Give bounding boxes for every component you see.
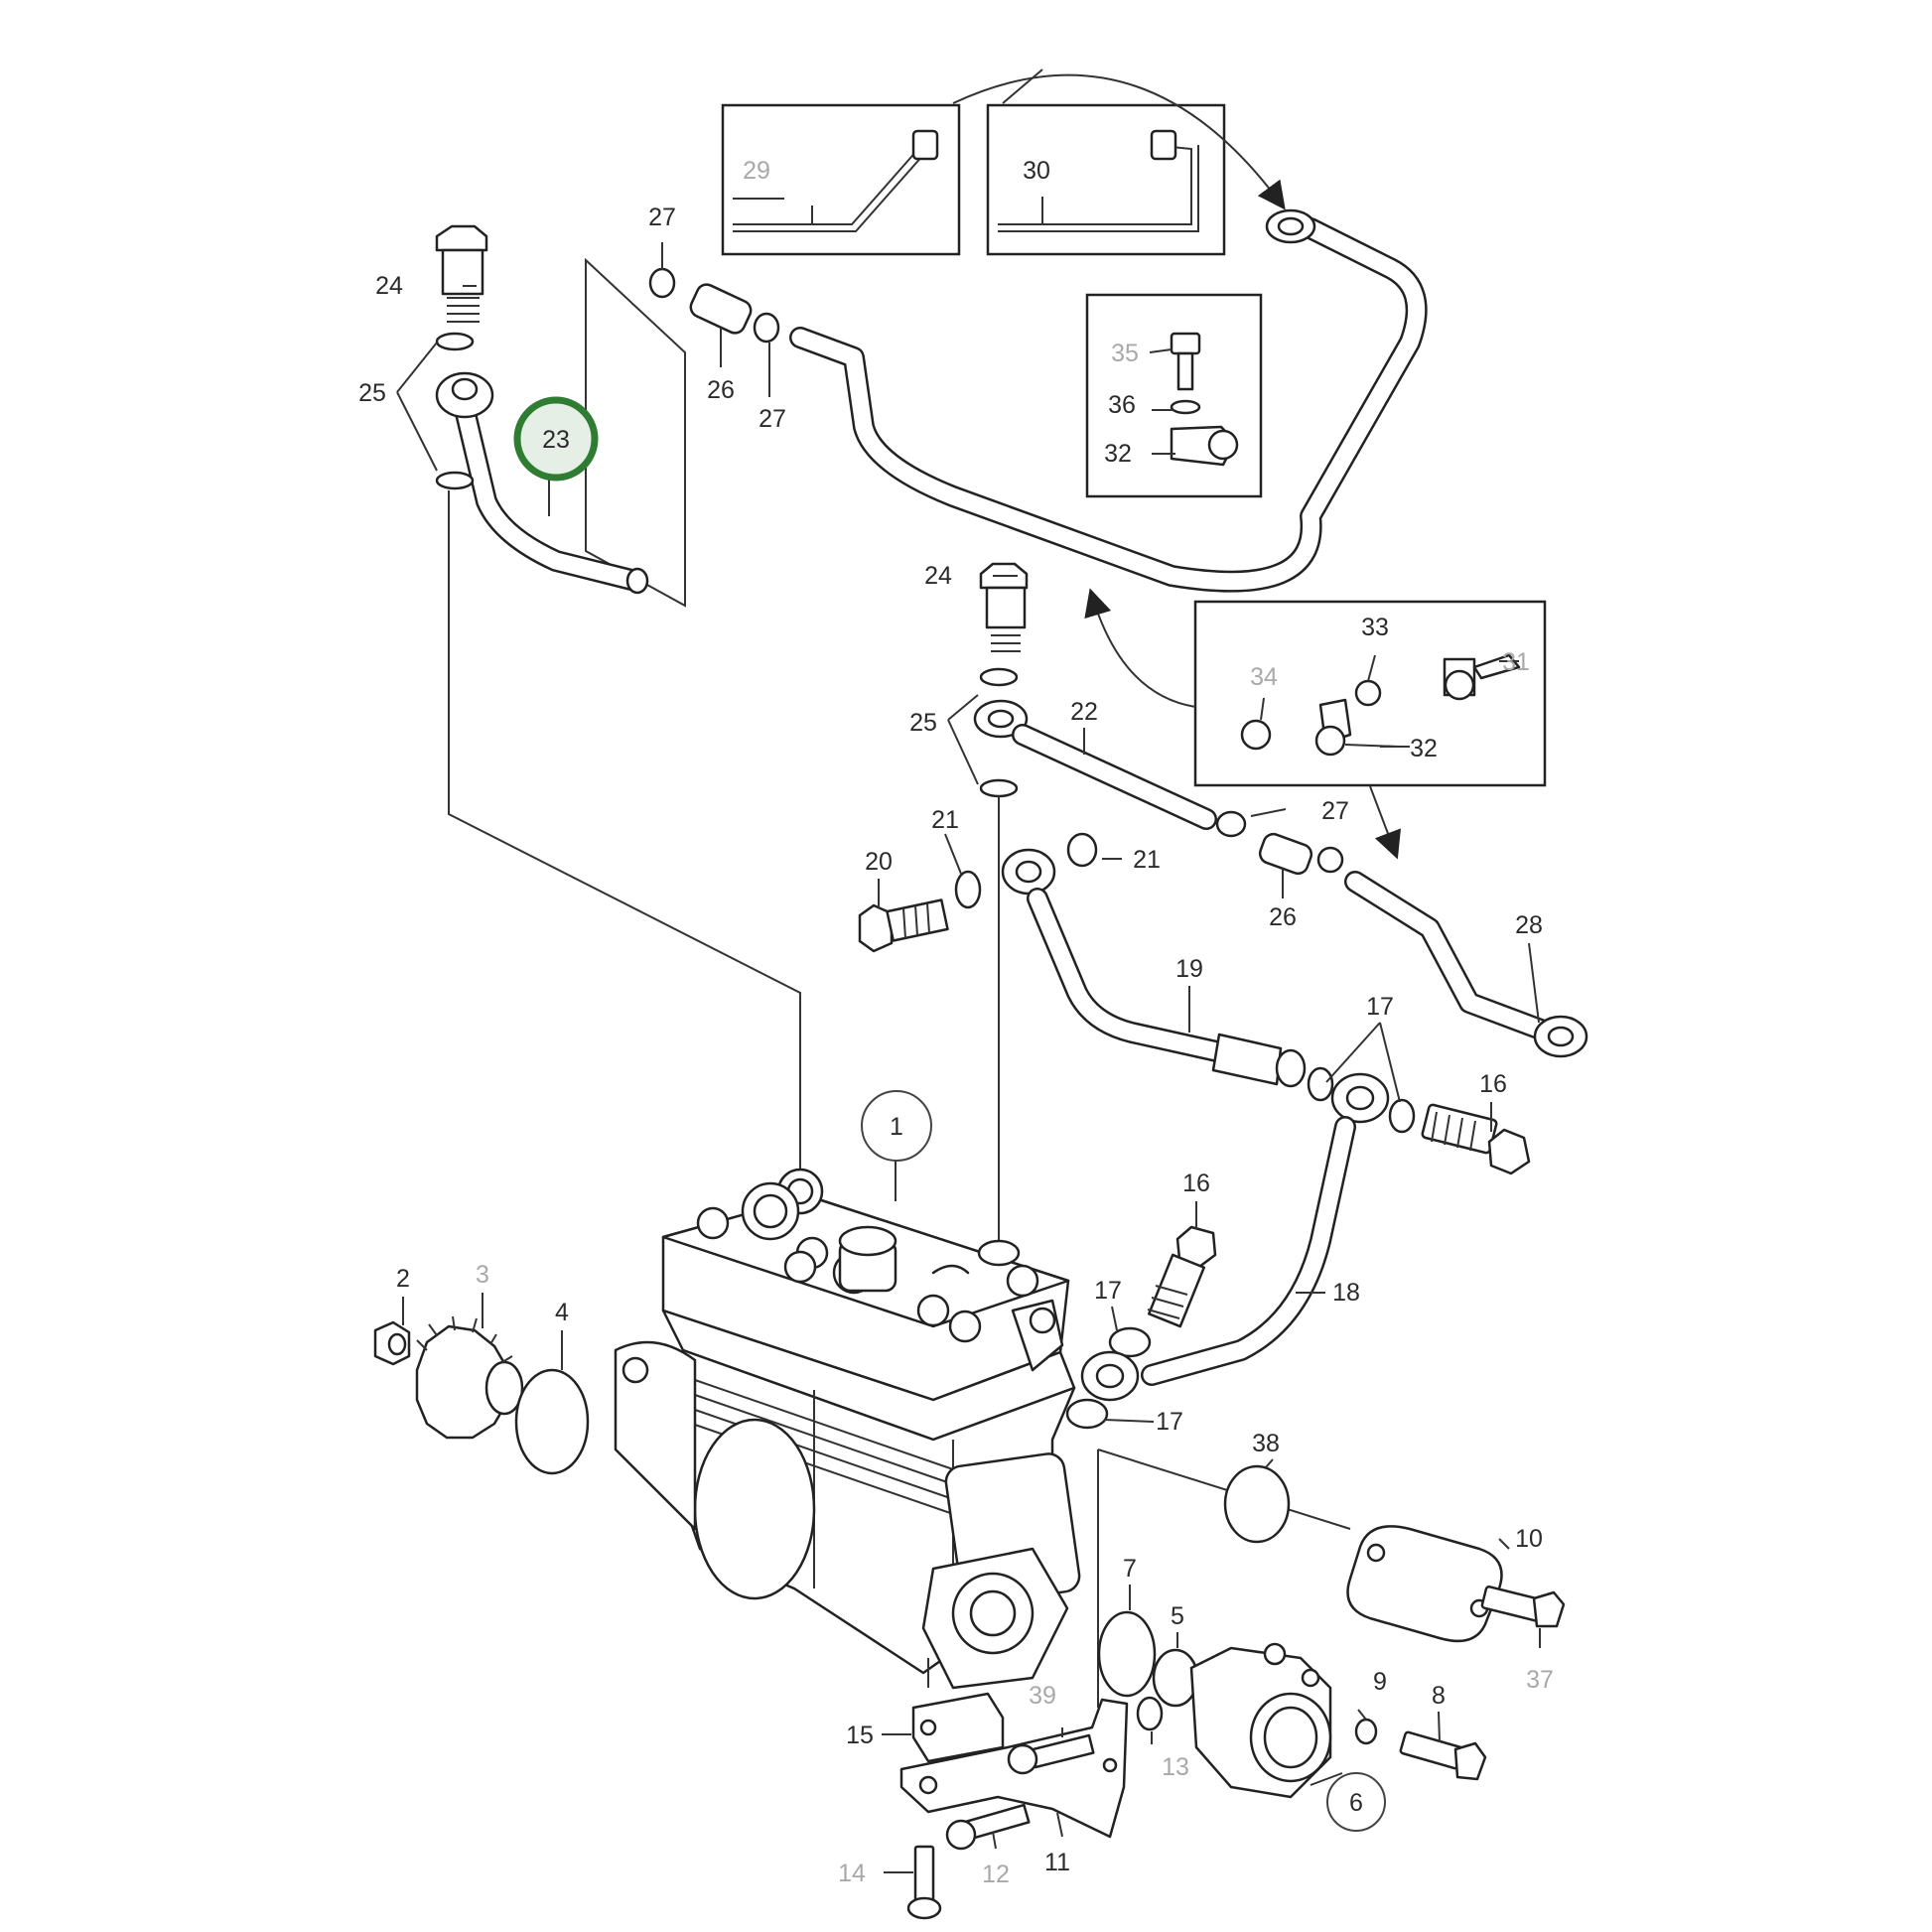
arrow-to-inset <box>952 73 1286 210</box>
part-label: 11 <box>1044 1849 1070 1876</box>
part-label: 27 <box>1321 797 1349 825</box>
part-label: 28 <box>1515 911 1543 939</box>
part-label: 35 <box>1111 340 1139 367</box>
bolt-24-middle <box>973 562 1029 798</box>
part-label: 21 <box>931 806 959 834</box>
o-ring-7 <box>1097 1610 1157 1698</box>
part-label: 14 <box>838 1860 866 1887</box>
leader-lines <box>396 197 1541 1873</box>
part-label: 17 <box>1094 1277 1122 1305</box>
part-label: 27 <box>648 204 676 231</box>
part-label: 4 <box>555 1299 569 1326</box>
part-label: 17 <box>1366 993 1394 1021</box>
bolt-39 <box>1007 1733 1095 1775</box>
part-label: 21 <box>1133 846 1161 874</box>
part-label: 15 <box>846 1722 874 1749</box>
front-flange <box>921 1547 1069 1690</box>
part-label: 7 <box>1123 1555 1137 1583</box>
o-ring-4 <box>514 1368 590 1475</box>
pipe-18 <box>1141 1116 1356 1386</box>
part-label: 26 <box>1269 903 1297 931</box>
o-ring-38 <box>1223 1464 1291 1544</box>
part-label: 24 <box>924 562 952 590</box>
part-label: 17 <box>1156 1408 1183 1436</box>
inset-box-pipe-29 <box>721 103 961 256</box>
part-label: 8 <box>1432 1682 1446 1710</box>
pipe-19 <box>1027 888 1416 1134</box>
part-label: 25 <box>358 379 386 407</box>
inset-box-clamp-top <box>1085 293 1263 498</box>
part-label: 39 <box>1029 1682 1056 1710</box>
bolt-20 <box>858 832 1098 953</box>
part-label: 9 <box>1373 1668 1387 1696</box>
part-label: 12 <box>982 1861 1010 1888</box>
cover-plate-10 <box>1346 1525 1503 1643</box>
part-label: 10 <box>1515 1525 1543 1553</box>
part-label: 27 <box>759 405 786 433</box>
part-label: 32 <box>1104 440 1132 468</box>
part-label: 2 <box>396 1265 410 1293</box>
part-label: 3 <box>476 1261 489 1289</box>
pipe-loop-top <box>789 208 1428 593</box>
bolt-14 <box>906 1845 942 1920</box>
bolt-16-middle <box>1065 1225 1217 1430</box>
part-label: 33 <box>1361 614 1389 641</box>
part-label: 37 <box>1526 1666 1554 1694</box>
part-label: 38 <box>1252 1430 1280 1457</box>
part-label: 34 <box>1250 663 1278 691</box>
pipe-28 <box>1344 871 1588 1058</box>
part-label: 16 <box>1182 1170 1210 1197</box>
part-label: 29 <box>743 157 770 185</box>
part-label: 5 <box>1171 1602 1184 1630</box>
callout-circle-6 <box>1326 1772 1386 1832</box>
part-label: 1 <box>890 1113 903 1141</box>
part-label: 31 <box>1502 648 1530 676</box>
pipe-23 <box>435 257 686 608</box>
washer-9 <box>1354 1718 1378 1745</box>
part-label: 6 <box>1349 1789 1363 1817</box>
inset-box-clamp-bottom <box>1193 600 1547 787</box>
part-label: 13 <box>1162 1753 1189 1781</box>
pipe-22 <box>1012 724 1344 876</box>
part-label: 32 <box>1410 735 1438 762</box>
highlight-ring-23 <box>513 396 599 482</box>
part-label: 16 <box>1479 1070 1507 1098</box>
part-label: 26 <box>707 376 735 404</box>
callout-circle-1 <box>861 1090 932 1162</box>
part-label: 20 <box>865 848 893 876</box>
nut-2 <box>373 1320 411 1366</box>
part-labels: 1 2 3 4 5 6 7 8 9 10 11 12 13 14 15 16 1… <box>358 157 1554 1888</box>
bolt-12 <box>945 1803 1031 1851</box>
part-label: 23 <box>542 426 570 454</box>
bolt-8 <box>1399 1730 1487 1781</box>
hose-26-top <box>648 267 780 344</box>
nut-13 <box>1136 1696 1164 1731</box>
inset-box-pipe-30 <box>986 103 1226 256</box>
part-label: 19 <box>1175 955 1203 983</box>
part-label: 30 <box>1023 157 1050 185</box>
part-label: 36 <box>1108 391 1136 419</box>
bolt-37 <box>1480 1585 1566 1628</box>
part-label: 18 <box>1332 1279 1360 1307</box>
part-label: 24 <box>375 272 403 300</box>
gear-3 <box>415 1315 524 1440</box>
bolt-16-right <box>1421 1103 1531 1175</box>
pump-6 <box>1189 1642 1332 1799</box>
part-label: 22 <box>1070 698 1098 726</box>
part-label: 25 <box>909 709 937 737</box>
